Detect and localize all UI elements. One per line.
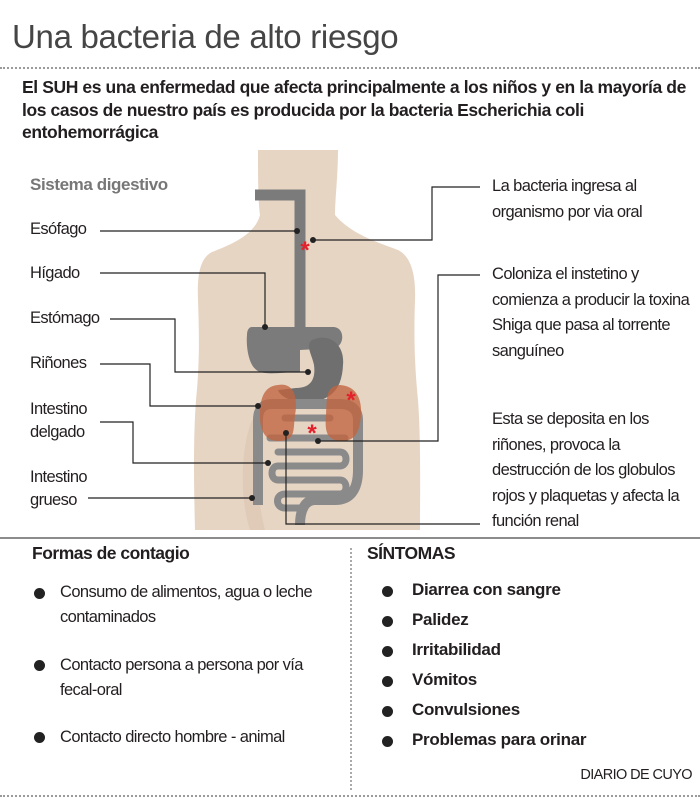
kidneys: [259, 384, 362, 442]
bullet-icon: [382, 706, 393, 717]
callout-dots: [249, 228, 321, 501]
callout-lines: [88, 186, 480, 525]
divider: [0, 67, 700, 69]
step-2-text: Coloniza el instetino y comienza a produ…: [492, 265, 690, 360]
label-intestino-delgado-2: delgado: [30, 423, 85, 441]
page-title: Una bacteria de alto riesgo: [12, 18, 399, 55]
step-1-text: La bacteria ingresa al organismo por via…: [492, 177, 643, 221]
stomach: [278, 337, 344, 402]
sintoma-item: Palidez: [412, 610, 469, 629]
contagio-item: Consumo de alimentos, agua o leche conta…: [60, 583, 313, 626]
bullet-icon: [382, 616, 393, 627]
column-divider: [350, 548, 352, 790]
bacteria-markers: * * *: [300, 237, 356, 447]
label-intestino-grueso-2: grueso: [30, 491, 77, 509]
asterisk-icon: *: [346, 387, 356, 414]
diagram-heading: Sistema digestivo: [30, 175, 168, 194]
sintoma-item: Diarrea con sangre: [412, 580, 561, 599]
contagio-item: Contacto directo hombre - animal: [60, 728, 285, 746]
sintoma-item: Convulsiones: [412, 700, 520, 719]
contagio-heading: Formas de contagio: [32, 543, 190, 563]
bullet-icon: [382, 736, 393, 747]
step-3-text: Esta se deposita en los riñones, provoca…: [492, 410, 680, 530]
section-divider: [0, 537, 700, 539]
bullet-icon: [382, 646, 393, 657]
label-intestino-delgado-1: Intestino: [30, 400, 88, 418]
label-intestino-grueso-1: Intestino: [30, 468, 88, 486]
asterisk-icon: *: [307, 420, 317, 447]
sintoma-item: Irritabilidad: [412, 640, 501, 659]
bottom-divider: [0, 795, 700, 797]
contagio-item: Contacto persona a persona por vía fecal…: [60, 656, 303, 699]
label-esofago: Esófago: [30, 220, 87, 238]
credit: DIARIO DE CUYO: [580, 767, 692, 783]
digestive-system-illustration: * * *: [88, 150, 480, 530]
sintoma-item: Vómitos: [412, 670, 477, 689]
bullet-icon: [382, 676, 393, 687]
asterisk-icon: *: [300, 237, 310, 264]
kidney-right: [325, 385, 362, 442]
bullet-icon: [382, 586, 393, 597]
sintomas-heading: SÍNTOMAS: [367, 543, 456, 563]
esophagus: [255, 189, 306, 335]
intro-text: El SUH es una enfermedad que afecta prin…: [22, 77, 686, 142]
bullet-icon: [34, 660, 45, 671]
bullet-icon: [34, 588, 45, 599]
kidney-left: [259, 384, 297, 442]
label-estomago: Estómago: [30, 309, 100, 327]
label-higado: Hígado: [30, 264, 80, 282]
sintoma-item: Problemas para orinar: [412, 730, 587, 749]
label-rinones: Riñones: [30, 354, 87, 372]
bullet-icon: [34, 732, 45, 743]
